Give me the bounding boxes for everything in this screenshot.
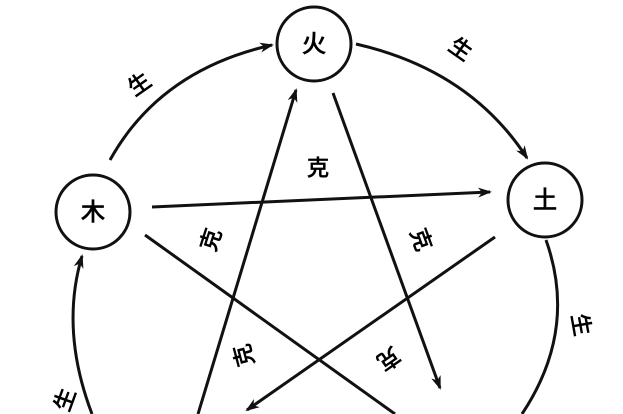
overcome-label-lower-left: 克 xyxy=(229,341,260,369)
element-earth-label: 土 xyxy=(533,186,557,214)
overcome-line-wood-lower-right xyxy=(144,233,396,414)
element-fire: 火 xyxy=(275,5,353,83)
overcome-line-lower-left-fire xyxy=(196,88,298,414)
overcome-line-wood-earth xyxy=(151,187,492,209)
overcome-line-earth-lower-left xyxy=(245,235,496,412)
overcome-label-top: 克 xyxy=(307,156,329,182)
element-earth: 土 xyxy=(506,161,584,239)
generate-arc-left-up xyxy=(71,254,94,414)
generate-label-fire-earth: 生 xyxy=(444,33,476,66)
element-fire-label: 火 xyxy=(302,30,326,58)
element-wood-label: 木 xyxy=(80,198,106,226)
overcome-label-right: 克 xyxy=(404,225,436,255)
overcome-label-lower-right: 克 xyxy=(372,341,405,375)
generate-arc-wood-fire xyxy=(108,42,274,161)
generate-arc-earth-down xyxy=(520,239,560,414)
overcome-line-fire-lower-right xyxy=(331,92,442,390)
element-wood: 木 xyxy=(54,173,132,251)
generate-label-left-bottom: 生 xyxy=(50,385,81,414)
generate-arc-fire-earth xyxy=(355,42,529,160)
generate-label-earth-right: 生 xyxy=(566,312,594,338)
overcome-label-left: 克 xyxy=(196,225,228,254)
generate-label-wood-fire: 生 xyxy=(124,68,156,101)
